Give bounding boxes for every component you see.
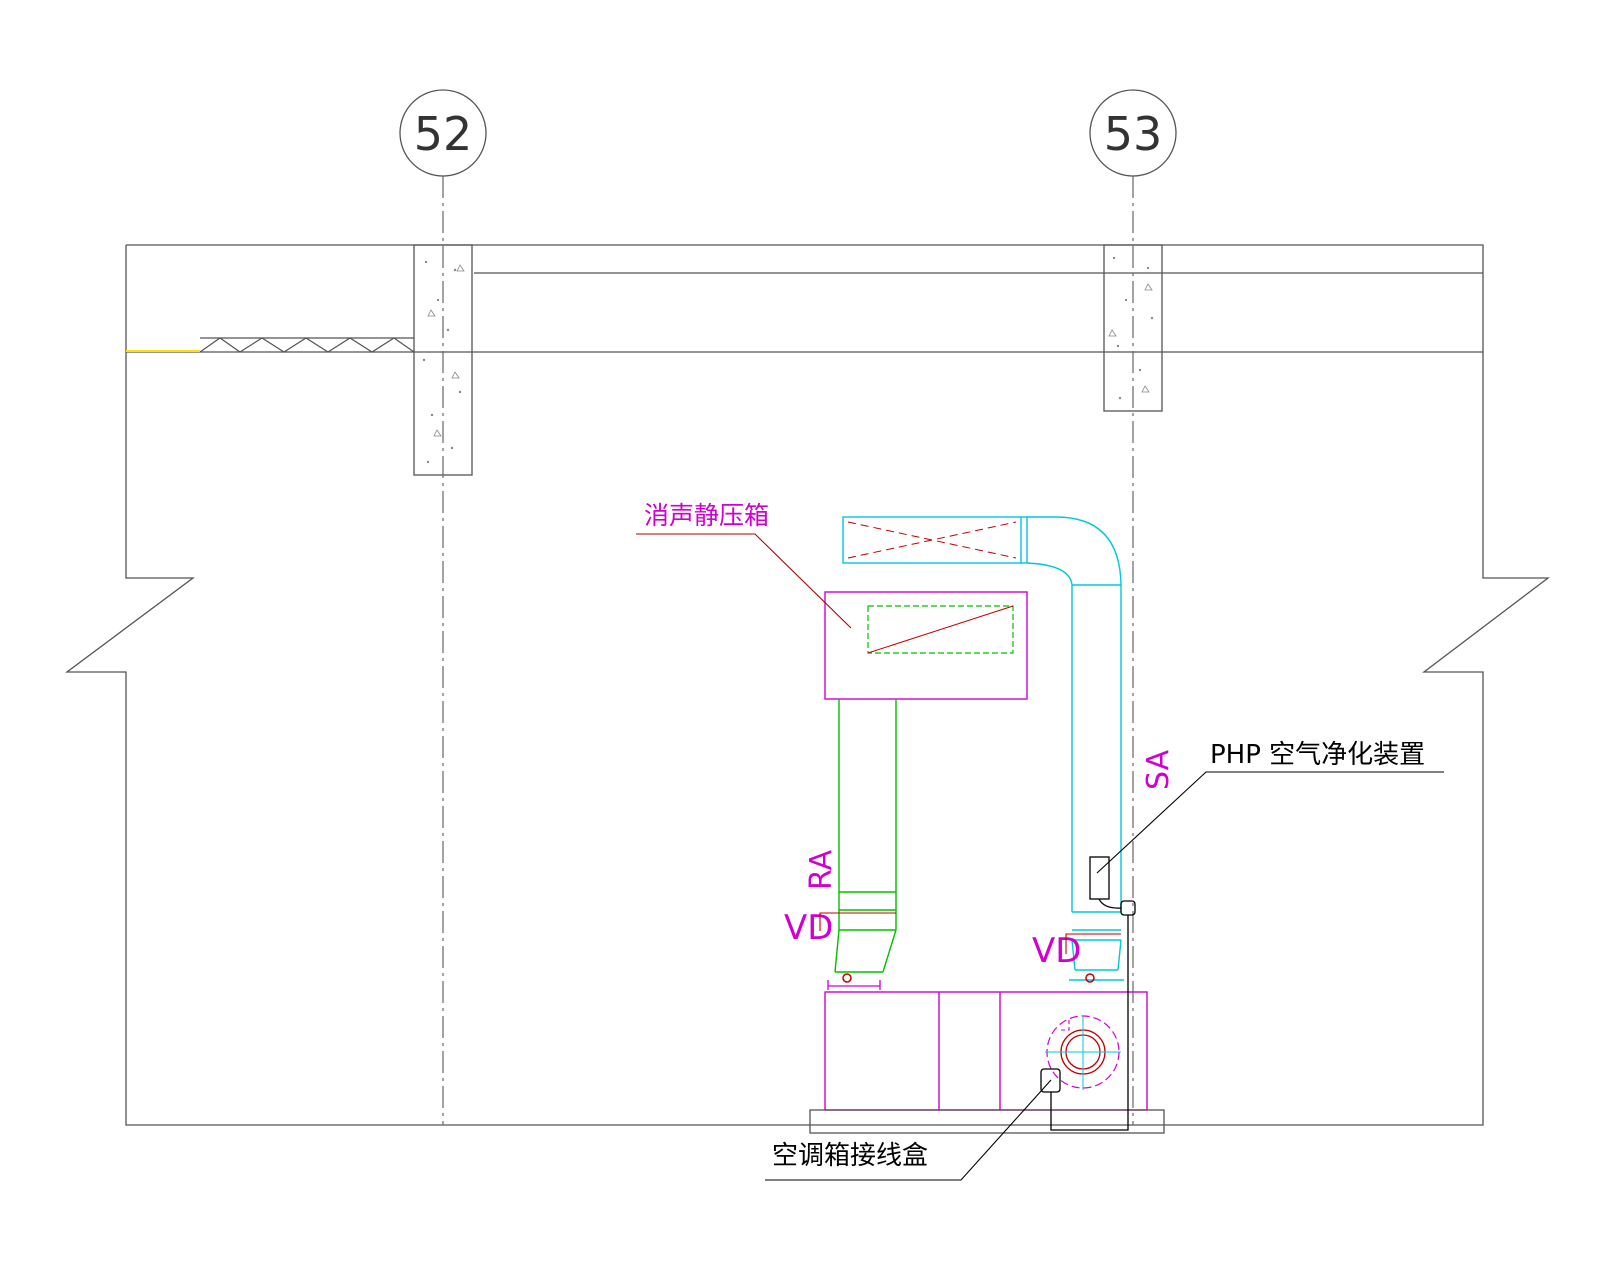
control-cable: [1050, 915, 1129, 1131]
grid-label-53: 53: [1104, 107, 1163, 161]
supply-air-label: SA: [1141, 749, 1176, 790]
return-air-duct: [834, 699, 897, 973]
grid-axis-53: 53: [1089, 89, 1177, 1125]
volume-damper-left: VD: [784, 908, 896, 948]
plenum-box: [824, 591, 1028, 700]
outline-left-wall: [65, 244, 1550, 1126]
plenum-box-outline: [824, 591, 1028, 700]
roof-truss-detail: [126, 337, 415, 353]
junction-box-label: 空调箱接线盒: [772, 1141, 928, 1171]
return-air-label: RA: [804, 849, 839, 890]
truss-web: [199, 337, 415, 353]
column-53-body: [1103, 244, 1163, 412]
supply-duct-elbow-outer: [1027, 516, 1122, 586]
return-duct-flange: [827, 980, 881, 990]
purifier-cable: [1098, 898, 1122, 909]
junction-box-callout: 空调箱接线盒: [765, 1079, 1052, 1181]
air-purifier-callout: PHP 空气净化装置: [1096, 740, 1444, 874]
column-53-hatch: [1108, 256, 1154, 400]
supply-air-duct: [842, 516, 1124, 981]
air-handling-unit: [824, 991, 1148, 1111]
damper-right-label: VD: [1032, 931, 1081, 971]
plenum-box-callout: 消声静压箱: [636, 501, 852, 629]
supply-duct-elbow-inner: [1026, 562, 1073, 586]
grid-axis-52: 52: [399, 89, 487, 1125]
damper-left-label: VD: [784, 908, 833, 948]
grid-bubble-53: [1089, 89, 1177, 177]
air-purifier-label: PHP 空气净化装置: [1210, 740, 1425, 770]
grid-label-52: 52: [414, 107, 473, 161]
air-purifier-device: [1040, 856, 1136, 1131]
plenum-box-label: 消声静压箱: [644, 501, 769, 530]
junction-box-unit: [1040, 1068, 1061, 1093]
supply-fan: [1045, 1015, 1121, 1090]
building-outline: [65, 244, 1550, 1126]
purifier-unit: [1089, 856, 1110, 900]
supply-duct-header: [842, 516, 1022, 564]
plenum-box-diagonal: [867, 605, 1014, 654]
column-52-hatch: [422, 260, 465, 464]
grid-bubble-52: [399, 89, 487, 177]
plenum-box-inner: [867, 605, 1014, 654]
supply-duct-connector-icon: [1085, 973, 1095, 983]
ahu-base: [809, 1109, 1165, 1134]
volume-damper-right: VD: [1032, 931, 1121, 971]
ahu-casing: [824, 991, 1148, 1111]
supply-duct-damper-cross: [847, 521, 1017, 559]
return-duct-connector-icon: [842, 973, 852, 983]
column-53: [1103, 244, 1163, 412]
